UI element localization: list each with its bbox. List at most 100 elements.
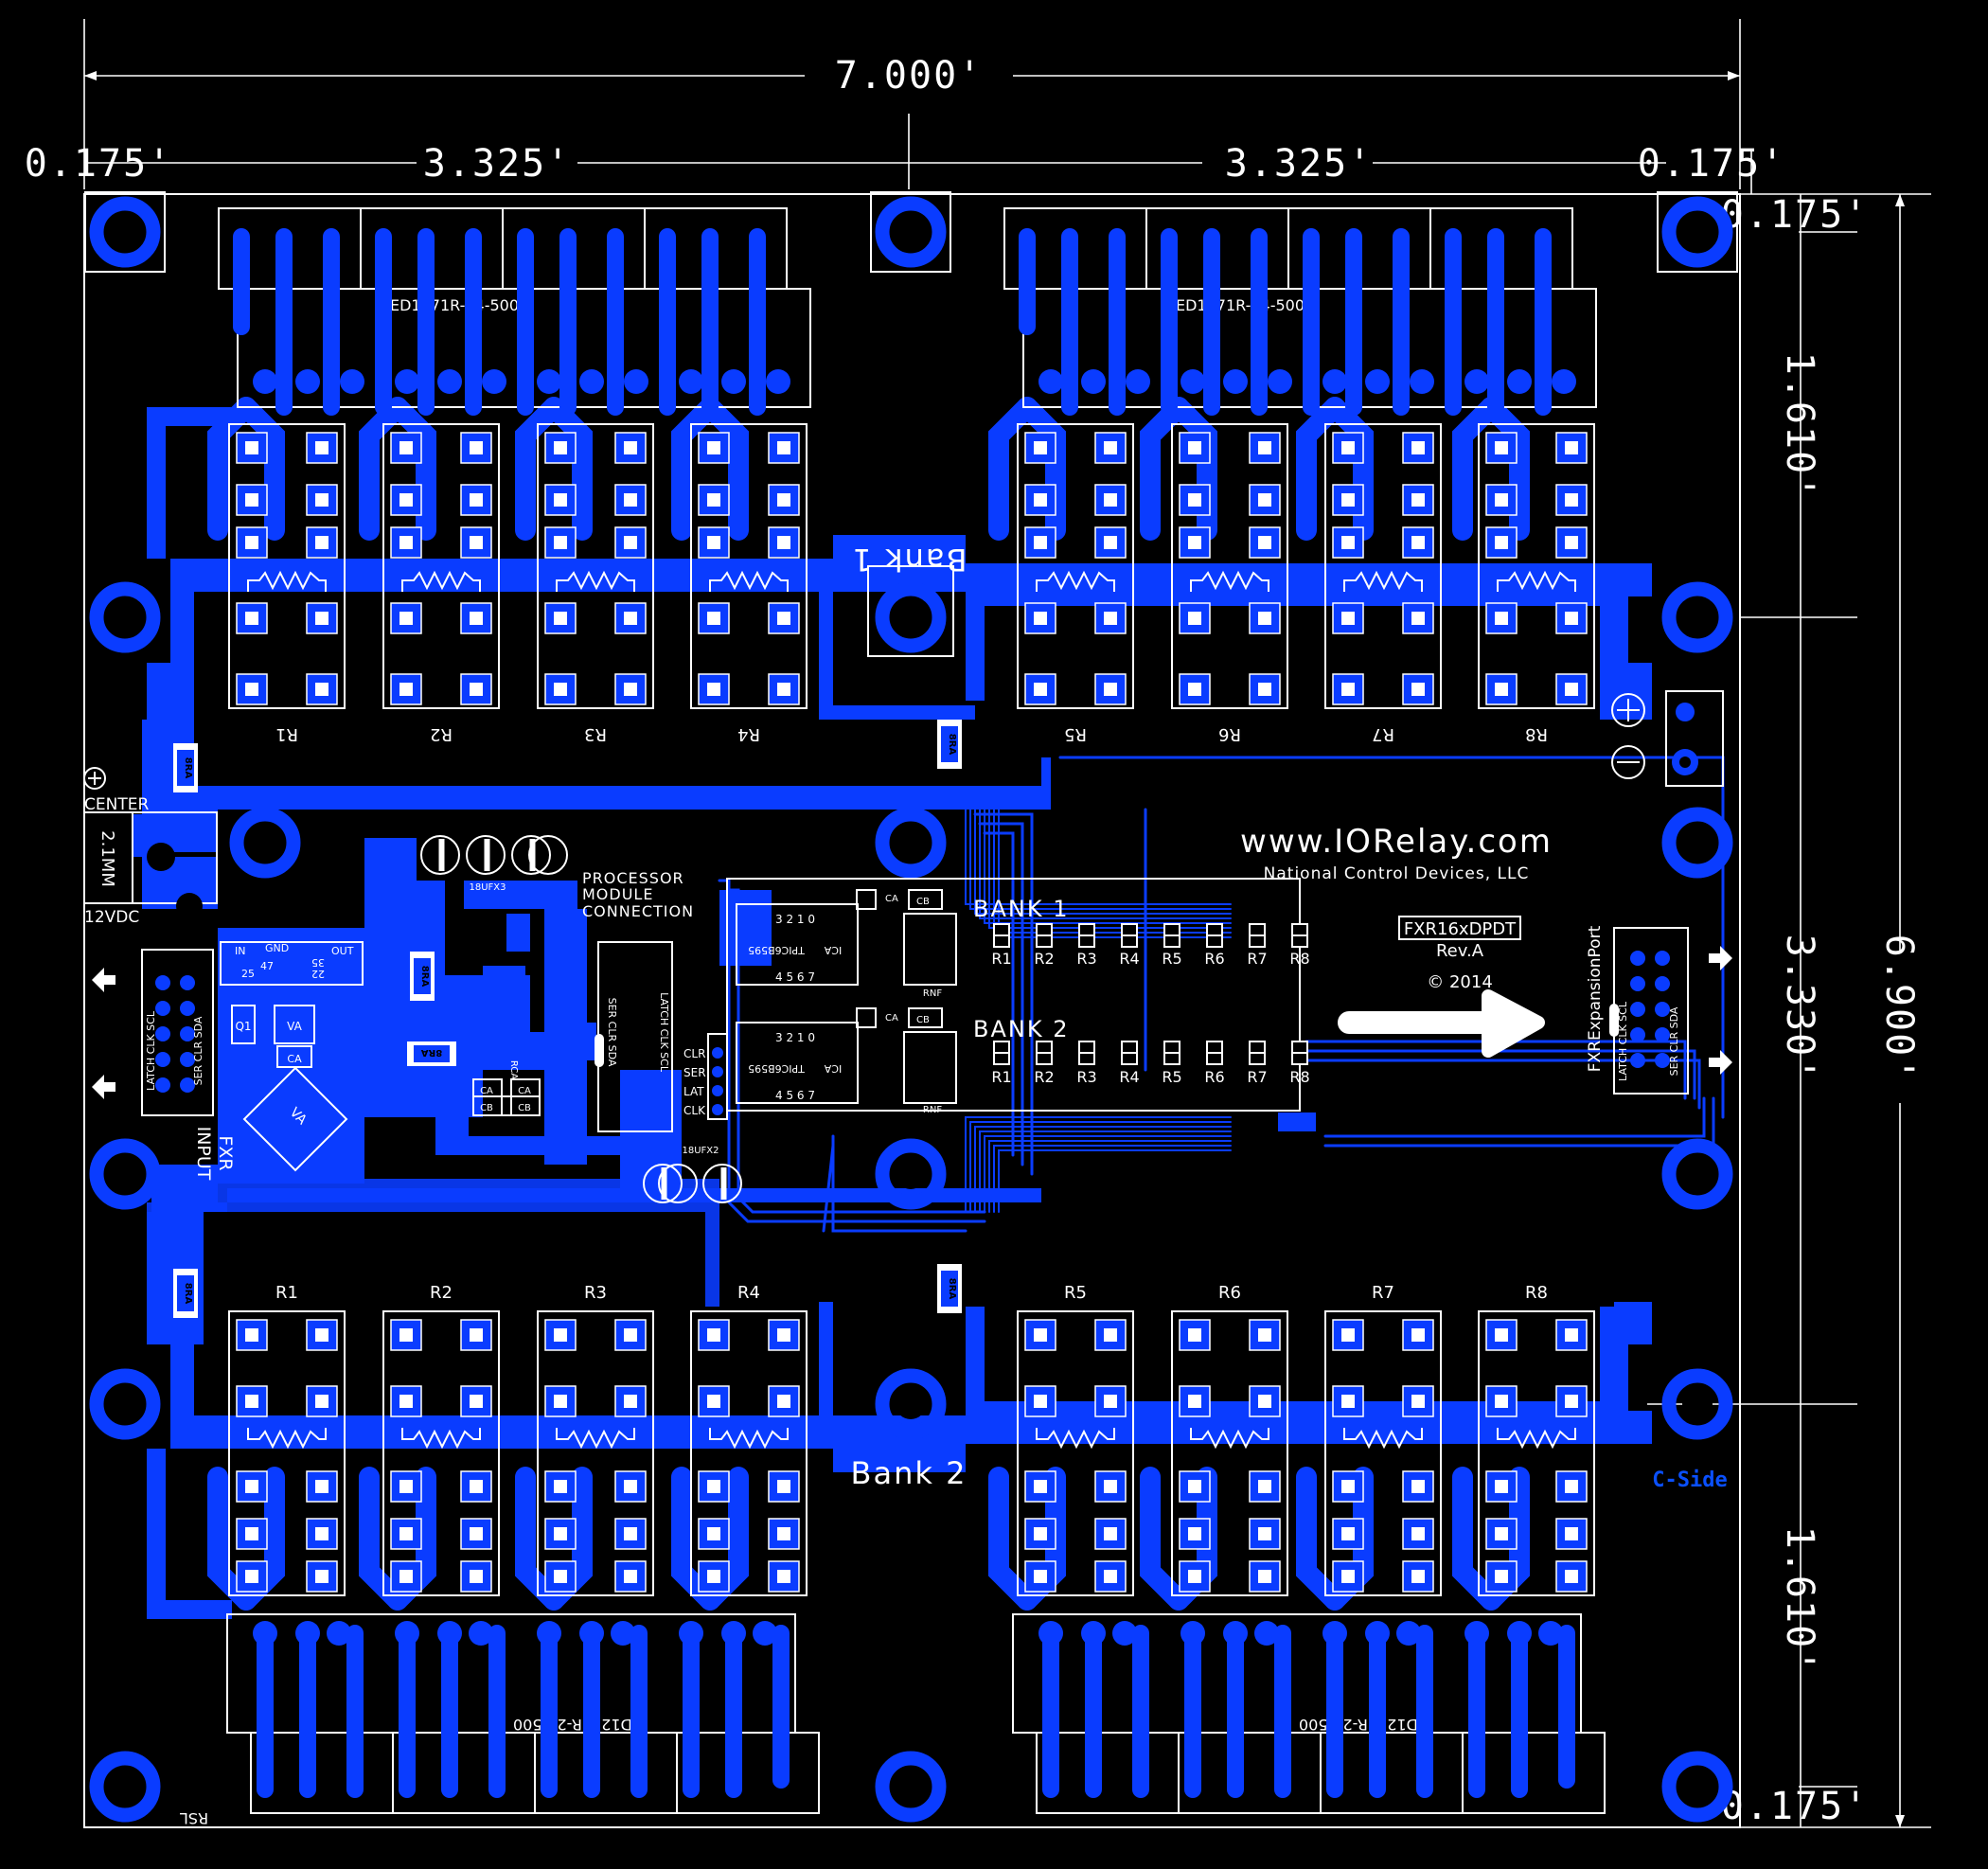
cap-top-label: 18UFX3: [469, 882, 506, 893]
relay-label-bottom: R7: [1372, 1283, 1394, 1303]
svg-text:3 2 1 0: 3 2 1 0: [775, 1031, 815, 1044]
relay-label-bottom: R6: [1218, 1283, 1241, 1303]
svg-text:CB: CB: [916, 897, 930, 907]
website-label: www.IORelay.com: [1240, 823, 1553, 861]
svg-text:CA: CA: [885, 1013, 898, 1024]
mount-frame-center-top: [867, 565, 954, 657]
relay-R8: [1478, 1310, 1595, 1596]
v25-label: 25: [241, 968, 255, 980]
svg-text:R6: R6: [1204, 950, 1224, 968]
right-arrow-icon: [1709, 1050, 1732, 1075]
top-bank-height-label: 1.610': [1778, 352, 1821, 501]
mount-hole: [875, 1138, 947, 1210]
svg-text:R3: R3: [1076, 1068, 1096, 1086]
svg-text:8RA: 8RA: [419, 966, 430, 988]
svg-text:ICA: ICA: [824, 944, 842, 956]
relay-R3: [537, 1310, 654, 1596]
svg-text:4 5 6 7: 4 5 6 7: [775, 1089, 815, 1102]
shift-register-ic-2: 3 2 1 0 4 5 6 7 TPIC6B595 ICA CA CB RNF: [736, 1007, 957, 1115]
relay-label-top: R2: [430, 724, 453, 744]
revision-label: Rev.A: [1436, 941, 1484, 961]
clk-label: CLK: [683, 1104, 706, 1117]
relay-label-top: R5: [1064, 724, 1087, 744]
relay-label-top: R8: [1525, 724, 1548, 744]
resistor-8ra: 8RA: [407, 1041, 456, 1066]
svg-text:RNF: RNF: [923, 988, 942, 999]
relay-R2: [382, 423, 500, 709]
top-margin-label: 0.175': [1721, 193, 1870, 237]
svg-text:R7: R7: [1247, 1068, 1267, 1086]
bottom-bank-height-label: 1.610': [1778, 1526, 1821, 1675]
reg-gnd-label: GND: [265, 942, 289, 954]
q1-label: Q1: [235, 1020, 251, 1033]
power-terminal-right: [1611, 690, 1724, 787]
relay-R7: [1324, 1310, 1442, 1596]
left-arrow-icon: [92, 968, 115, 992]
mount-hole: [1661, 1138, 1733, 1210]
led-R7: R7: [1247, 923, 1268, 968]
expansion-port-label: FXRExpansionPort: [1586, 925, 1605, 1072]
regulator-section: IN GND OUT 47 25 22 35 Q1 VA CA VA: [220, 941, 364, 1172]
relay-label-top: R7: [1372, 724, 1394, 744]
svg-text:8RA: 8RA: [183, 1283, 193, 1305]
mount-hole: [1661, 1751, 1733, 1823]
v35-label: 35: [311, 956, 325, 969]
bank1-label: Bank 1: [851, 542, 967, 578]
svg-text:CB: CB: [916, 1015, 930, 1025]
connector-part-label: ED1271R-24-500: [1299, 1716, 1428, 1734]
led-R6: R6: [1204, 923, 1225, 968]
header-signal-label: LATCH CLK SCL: [145, 1010, 157, 1091]
resistor-8ra: 8RA: [937, 720, 962, 769]
left-arrow-icon: [92, 1075, 115, 1099]
led-R5: R5: [1162, 923, 1182, 968]
fxr-input-header: LATCH CLK SCL SER CLR SDA FXR INPUT: [141, 949, 236, 1181]
relay-label-top: R4: [737, 724, 760, 744]
processor-label-3: CONNECTION: [582, 902, 694, 920]
mount-hole: [84, 191, 166, 273]
mount-hole: [229, 807, 301, 879]
mount-hole: [89, 1368, 161, 1440]
led-R8: R8: [1289, 923, 1310, 968]
svg-text:TPIC6B595: TPIC6B595: [748, 944, 806, 956]
svg-text:8RA: 8RA: [421, 1047, 443, 1058]
svg-text:SER CLR SDA: SER CLR SDA: [1668, 1006, 1680, 1076]
reg-in-label: IN: [235, 945, 245, 957]
svg-text:R5: R5: [1162, 1068, 1181, 1086]
relay-R1: [228, 1310, 346, 1596]
reg-out-label: OUT: [331, 945, 354, 957]
relay-R5: [1017, 423, 1134, 709]
fxr-input-label-1: FXR: [215, 1135, 236, 1170]
relay-label-top: R1: [275, 724, 298, 744]
led-R2: R2: [1034, 923, 1055, 968]
svg-text:8RA: 8RA: [183, 757, 193, 779]
terminal-pads: [253, 369, 1576, 1646]
svg-text:RCA: RCA: [508, 1060, 519, 1079]
relay-R4: [690, 1310, 808, 1596]
svg-text:R4: R4: [1119, 950, 1139, 968]
relay-R4: [690, 423, 808, 709]
connector-part-label: ED1271R-24-500: [1176, 296, 1305, 314]
bottom-margin-label: 0.175': [1721, 1785, 1870, 1828]
processor-label-2: MODULE: [582, 885, 653, 903]
svg-text:3 2 1 0: 3 2 1 0: [775, 913, 815, 926]
mount-hole: [89, 581, 161, 653]
svg-text:R4: R4: [1119, 1068, 1139, 1086]
connector-part-label: ED1271R-24-500: [390, 296, 519, 314]
expansion-port: LATCH CLK SCL SER CLR SDA FXRExpansionPo…: [1586, 925, 1689, 1095]
relay-R6: [1171, 423, 1288, 709]
terminal-fingers: [233, 228, 1575, 1798]
overall-height-label: 6.900': [1877, 934, 1921, 1083]
relay-R5: [1017, 1310, 1134, 1596]
side-label: C-Side: [1652, 1468, 1727, 1492]
cap-22-label: 22: [311, 968, 325, 980]
connector-part-label: ED1271R-24-500: [513, 1716, 642, 1734]
cap-47-label: 47: [260, 960, 274, 972]
svg-text:R6: R6: [1204, 1068, 1224, 1086]
relay-R1: [228, 423, 346, 709]
signal-pins: CLR SER LAT CLK: [683, 1033, 728, 1120]
mount-hole: [89, 1138, 161, 1210]
mount-hole: [875, 581, 947, 653]
left-bank-width-label: 3.325': [423, 142, 572, 186]
